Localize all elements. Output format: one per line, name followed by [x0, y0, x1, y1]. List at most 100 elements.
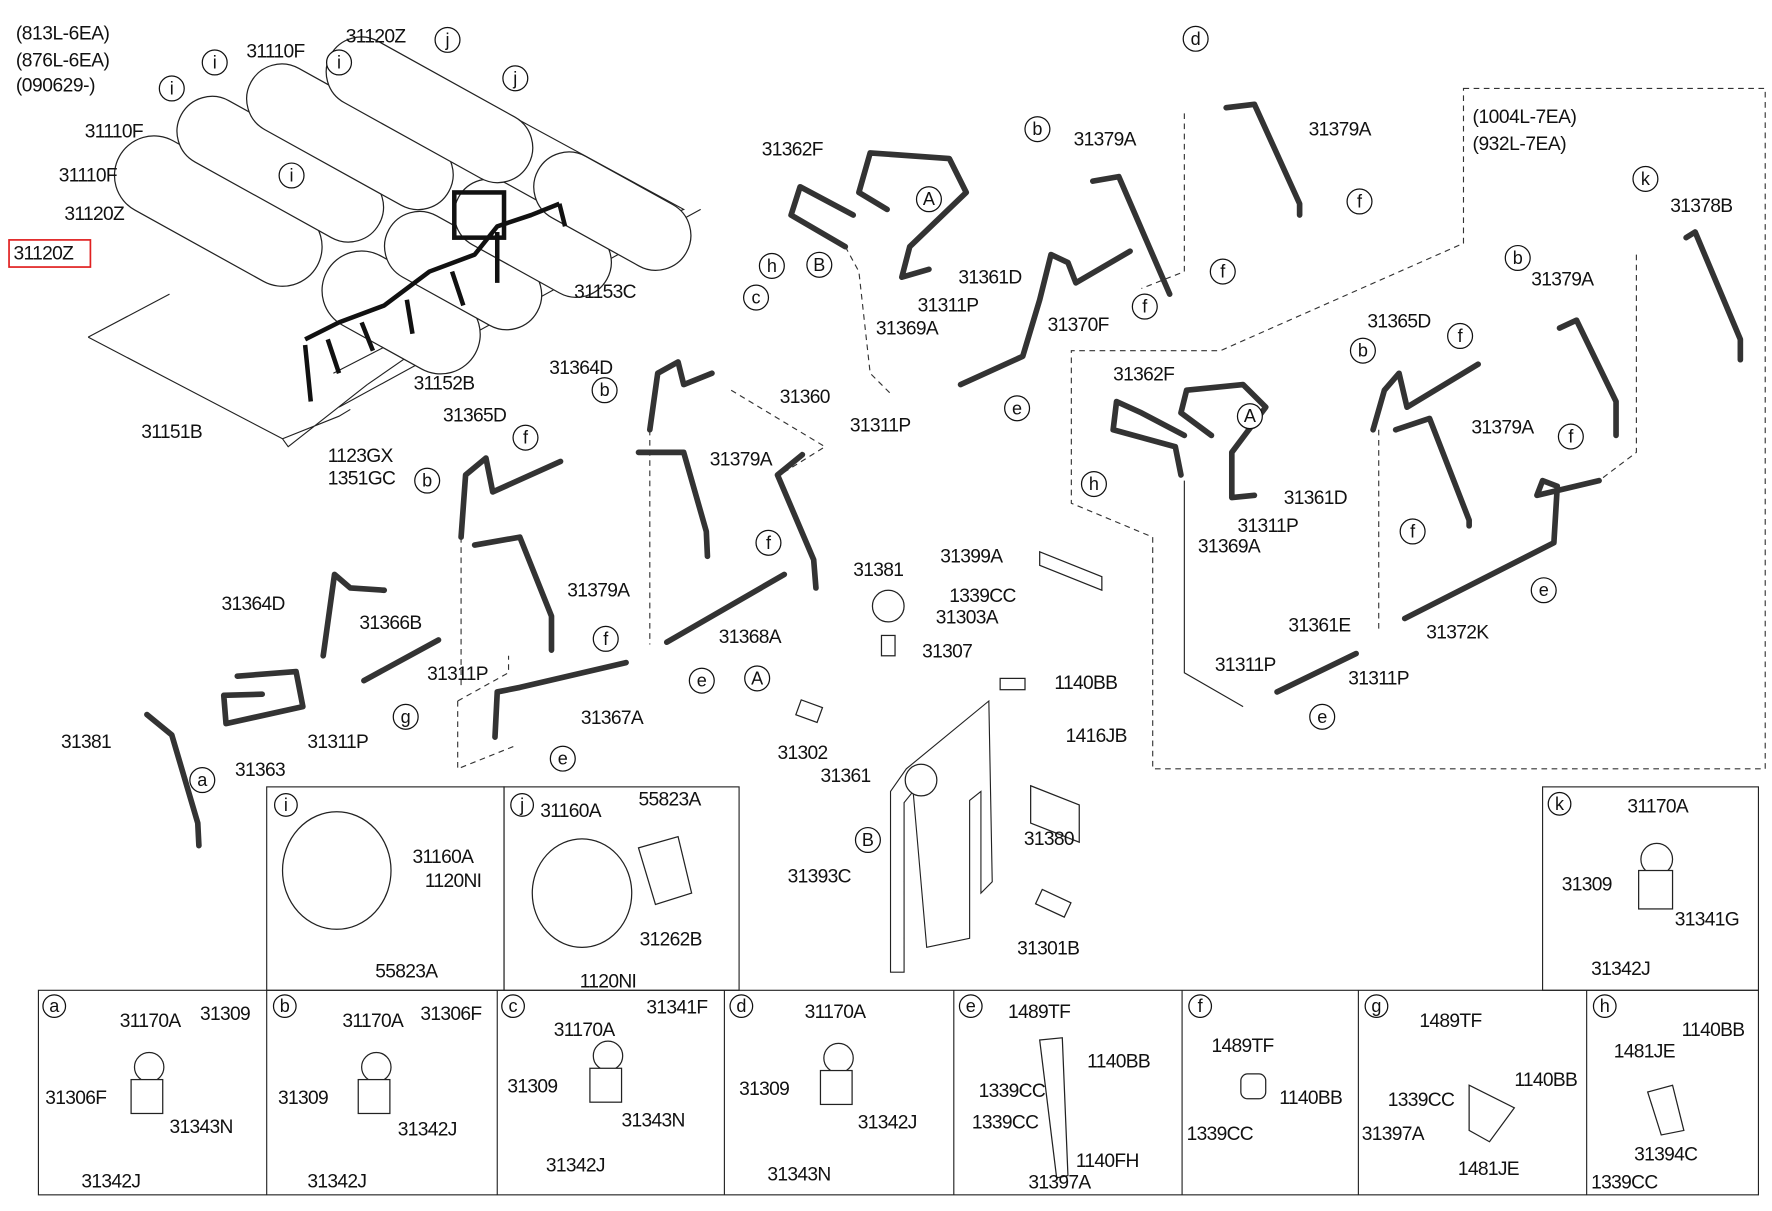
part-callout[interactable]: 31381 [61, 732, 112, 753]
ref-marker[interactable]: b [1024, 116, 1051, 143]
part-callout[interactable]: 31397A [1362, 1124, 1426, 1145]
part-callout[interactable]: 1481JE [1614, 1042, 1676, 1063]
ref-marker[interactable]: h [1080, 470, 1107, 498]
part-callout[interactable]: 31303A [936, 608, 1000, 629]
part-callout[interactable]: 31306F [45, 1088, 107, 1109]
part-callout[interactable]: 31362F [1113, 365, 1175, 386]
part-callout[interactable]: 1489TF [1419, 1011, 1482, 1032]
part-callout[interactable]: 31379A [1074, 130, 1138, 151]
part-callout[interactable]: 31301B [1017, 939, 1080, 960]
part-callout[interactable]: 31342J [81, 1171, 141, 1192]
part-callout[interactable]: 31311P [1237, 516, 1298, 537]
part-callout[interactable]: 55823A [375, 961, 439, 982]
ref-marker[interactable]: k [1632, 165, 1659, 192]
part-callout[interactable]: 1481JE [1458, 1159, 1520, 1180]
part-callout[interactable]: 31394C [1634, 1144, 1699, 1165]
ref-marker[interactable]: f [1346, 188, 1373, 215]
part-callout[interactable]: 31311P [1215, 655, 1276, 676]
highlighted-part-callout[interactable]: 31120Z [14, 244, 75, 265]
part-callout[interactable]: 1339CC [1388, 1090, 1456, 1111]
part-callout[interactable]: 31379A [567, 580, 631, 601]
part-callout[interactable]: 31311P [850, 415, 911, 436]
part-callout[interactable]: 31380 [1024, 829, 1075, 850]
part-callout[interactable]: 31365D [443, 405, 507, 426]
part-callout[interactable]: 31378B [1670, 196, 1733, 217]
part-callout[interactable]: 1489TF [1008, 1002, 1071, 1023]
part-callout[interactable]: 1339CC [972, 1113, 1040, 1134]
ref-marker[interactable]: A [1236, 403, 1263, 430]
part-callout[interactable]: 31110F [246, 41, 305, 62]
part-callout[interactable]: 31262B [640, 930, 703, 951]
ref-marker[interactable]: j [502, 65, 529, 92]
part-callout[interactable]: 31379A [1531, 270, 1595, 291]
part-callout[interactable]: 31367A [581, 708, 645, 729]
ref-marker[interactable]: i [325, 49, 353, 76]
ref-marker[interactable]: f [1557, 423, 1584, 450]
part-callout[interactable]: 1339CC [949, 586, 1017, 607]
ref-marker[interactable]: g [392, 703, 419, 730]
part-callout[interactable]: 31361E [1288, 615, 1351, 636]
ref-marker[interactable]: f [512, 424, 539, 451]
ref-marker[interactable]: a [189, 767, 216, 794]
part-callout[interactable]: 31160A [412, 847, 474, 868]
ref-marker[interactable]: f [1131, 293, 1158, 320]
part-callout[interactable]: 31120Z [64, 204, 125, 225]
part-callout[interactable]: 31342J [398, 1120, 458, 1141]
part-callout[interactable]: 1489TF [1211, 1036, 1274, 1057]
ref-marker[interactable]: b [591, 377, 618, 404]
ref-marker[interactable]: f [1209, 258, 1236, 285]
part-callout[interactable]: 31153C [574, 282, 637, 303]
part-callout[interactable]: 31341F [646, 997, 708, 1018]
part-callout[interactable]: 31342J [307, 1171, 367, 1192]
part-callout[interactable]: 31370F [1048, 315, 1110, 336]
part-callout[interactable]: 31379A [1471, 418, 1535, 439]
part-callout[interactable]: 31151B [141, 422, 202, 443]
ref-marker[interactable]: d [1182, 25, 1209, 52]
part-callout[interactable]: 31170A [342, 1011, 404, 1032]
part-callout[interactable]: 31342J [858, 1113, 918, 1134]
part-callout[interactable]: 31307 [922, 641, 973, 662]
part-callout[interactable]: 31170A [1627, 796, 1689, 817]
part-callout[interactable]: 1416JB [1066, 726, 1128, 747]
ref-marker[interactable]: h [758, 252, 785, 279]
part-callout[interactable]: 31302 [778, 743, 829, 764]
part-callout[interactable]: 31379A [1309, 119, 1373, 140]
part-callout[interactable]: 1339CC [1591, 1173, 1659, 1194]
ref-marker[interactable]: b [1504, 244, 1531, 272]
part-callout[interactable]: 31364D [222, 594, 286, 615]
part-callout[interactable]: 31343N [767, 1165, 831, 1186]
ref-marker[interactable]: B [806, 251, 833, 278]
ref-marker[interactable]: A [744, 665, 771, 692]
part-callout[interactable]: 1140BB [1279, 1088, 1343, 1109]
part-callout[interactable]: 31309 [200, 1004, 251, 1025]
part-callout[interactable]: 1140BB [1087, 1052, 1151, 1073]
part-callout[interactable]: 55823A [639, 790, 703, 811]
ref-marker[interactable]: B [854, 826, 881, 854]
part-callout[interactable]: 1351GC [328, 469, 397, 490]
part-callout[interactable]: 31343N [622, 1110, 686, 1131]
part-callout[interactable]: 31306F [420, 1004, 482, 1025]
part-callout[interactable]: 31311P [307, 732, 368, 753]
ref-marker[interactable]: j [434, 26, 461, 53]
part-callout[interactable]: 31311P [918, 296, 979, 317]
part-callout[interactable]: 31170A [120, 1011, 182, 1032]
ref-marker[interactable]: e [688, 667, 715, 694]
ref-marker[interactable]: e [549, 745, 576, 772]
ref-marker[interactable]: f [1447, 322, 1474, 350]
part-callout[interactable]: 31110F [59, 166, 118, 187]
ref-marker[interactable]: i [201, 49, 228, 76]
part-callout[interactable]: 31369A [1198, 536, 1262, 557]
ref-marker[interactable]: A [915, 186, 942, 213]
ref-marker[interactable]: i [278, 162, 305, 189]
part-callout[interactable]: 31342J [1591, 959, 1651, 980]
highlighted-part-box[interactable] [8, 239, 92, 268]
part-callout[interactable]: 31309 [507, 1077, 558, 1098]
part-callout[interactable]: 31343N [170, 1117, 234, 1138]
part-callout[interactable]: 31393C [788, 866, 853, 887]
part-callout[interactable]: 1140BB [1054, 673, 1118, 694]
ref-marker[interactable]: e [1530, 577, 1557, 604]
part-callout[interactable]: 31311P [1348, 669, 1409, 690]
ref-marker[interactable]: b [1349, 337, 1376, 364]
part-callout[interactable]: 31366B [359, 613, 422, 634]
part-callout[interactable]: 1140BB [1682, 1020, 1746, 1041]
